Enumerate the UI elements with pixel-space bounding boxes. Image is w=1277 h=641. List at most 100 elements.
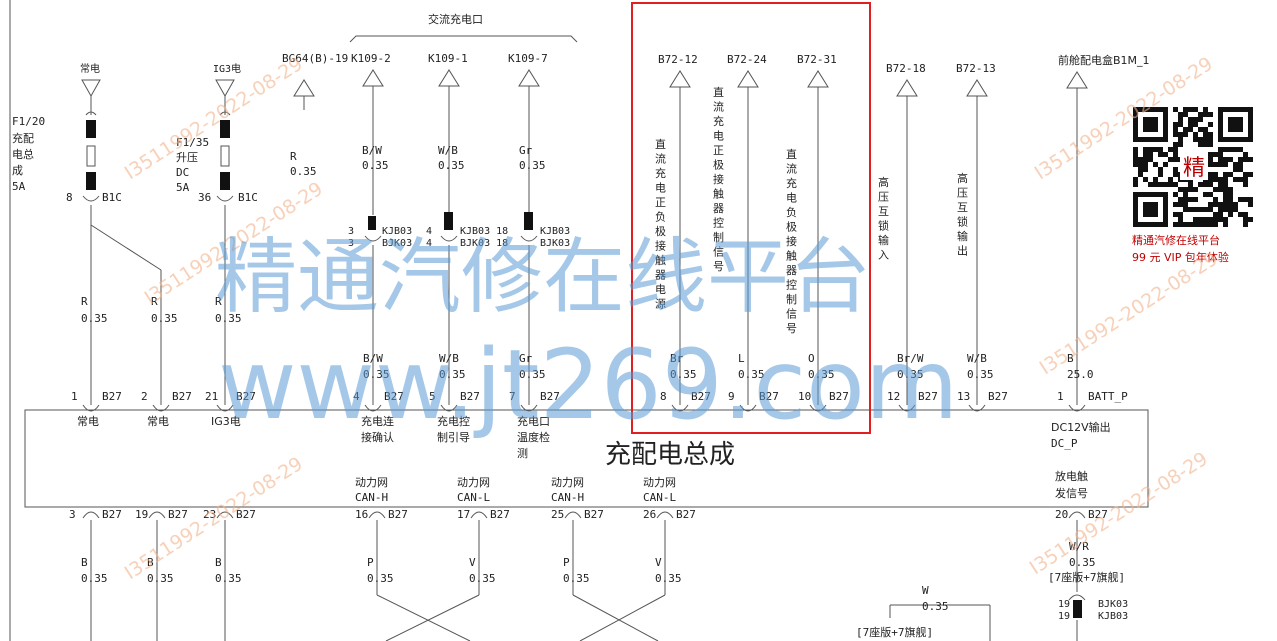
qr-caption-1: 精通汽修在线平台 <box>1132 233 1220 247</box>
vertical-signal-char: 充 <box>713 114 724 128</box>
splice-2-name-b: BJK03 18 <box>460 238 508 249</box>
upper-pin-number: 9 <box>728 390 735 403</box>
splice-3-name-b: BJK03 <box>540 238 570 249</box>
upper-pin-func: DC12V输出 <box>1051 420 1111 434</box>
vertical-signal-char: 号 <box>786 322 797 335</box>
fuse-conn-1: B1C <box>102 191 122 204</box>
fuse-desc-1c: 成 <box>12 164 23 177</box>
upper-wire-color: B <box>1067 352 1074 365</box>
qr-badge: 精 <box>1183 156 1205 181</box>
target-b72-31: B72-31 <box>797 53 837 66</box>
lower-wire-color: B <box>147 556 154 569</box>
lower-wire-size: 0.35 <box>469 572 496 585</box>
stamp-5: I3511992-2022-08-29 <box>1036 248 1222 379</box>
lower-pin-number: 20 <box>1055 508 1068 521</box>
fuse-conn-2: B1C <box>238 191 258 204</box>
vertical-signal-labels: 直流充电正负极接触器电源直流充电正极接触器控制信号直流充电负极接触器控制信号高压… <box>655 85 968 335</box>
splice-1-a: 3 <box>348 226 354 237</box>
lower-pin-func: CAN-L <box>643 491 676 504</box>
splice-1-name-a: KJB03 <box>382 226 412 237</box>
vertical-signal-char: 极 <box>713 158 724 172</box>
vertical-signal-char: 制 <box>713 231 724 244</box>
module-title: 充配电总成 <box>605 440 735 470</box>
lower-pin-conn: B27 <box>388 508 408 521</box>
vertical-signal-char: 直 <box>713 85 724 99</box>
vertical-signal-char: 电 <box>786 192 797 205</box>
upper-wire-color: L <box>738 352 745 365</box>
target-b72-24: B72-24 <box>727 53 767 66</box>
upper-wire-color: B/W <box>363 352 383 365</box>
fuse-rating-2: 5A <box>176 181 190 194</box>
upper-pin-number: 4 <box>353 390 360 403</box>
upper-wire-size: 0.35 <box>670 368 697 381</box>
feed-source-2: IG3电 <box>213 62 241 75</box>
vertical-signal-char: 压 <box>957 187 968 200</box>
upper-pin-number: 1 <box>1057 390 1064 403</box>
upper-pin-func: 充电连 <box>361 414 394 428</box>
upper-pin-number: 12 <box>887 390 900 403</box>
upper-wire-size: 0.35 <box>363 368 390 381</box>
lower-pin-number: 26 <box>643 508 656 521</box>
upper-pin-conn: BATT_P <box>1088 390 1128 403</box>
upper-wire-color: R <box>151 295 158 308</box>
lower-pin-conn: B27 <box>490 508 510 521</box>
lower-pin-conn: B27 <box>102 508 122 521</box>
lower-pin-conn: B27 <box>676 508 696 521</box>
wire-gr-top-size: 0.35 <box>519 159 546 172</box>
group-label: 交流充电口 <box>428 12 483 26</box>
upper-wire-color: W/B <box>967 352 987 365</box>
upper-pin-conn: B27 <box>460 390 480 403</box>
note-right-splice-name-a: BJK03 <box>1098 599 1128 610</box>
vertical-signal-char: 直 <box>655 137 666 151</box>
wire-wb-top: W/B <box>438 144 458 157</box>
qr-code: 精 <box>1133 107 1253 227</box>
fuse-desc-2a: 升压 <box>176 151 198 164</box>
vertical-signal-char: 正 <box>655 196 666 209</box>
upper-pin-number: 7 <box>509 390 516 403</box>
vertical-signal-char: 触 <box>655 253 666 267</box>
vertical-signal-char: 接 <box>786 235 797 248</box>
qr-caption-2: 99 元 VIP 包年体验 <box>1132 250 1229 264</box>
target-k109-7: K109-7 <box>508 52 548 65</box>
upper-pin-number: 13 <box>957 390 970 403</box>
upper-wire-size: 0.35 <box>738 368 765 381</box>
note-right-splice-name-b: KJB03 <box>1098 611 1128 622</box>
target-b72-18: B72-18 <box>886 62 926 75</box>
upper-pin-func: DC_P <box>1051 437 1078 450</box>
vertical-signal-char: 互 <box>957 201 968 214</box>
vertical-signal-char: 压 <box>878 191 889 204</box>
wiring-lines <box>9 0 1149 641</box>
upper-wire-size: 25.0 <box>1067 368 1094 381</box>
upper-pin-number: 2 <box>141 390 148 403</box>
lower-pin-func: 发信号 <box>1055 486 1088 500</box>
wire-bw-top: B/W <box>362 144 382 157</box>
upper-pin-number: 21 <box>205 390 218 403</box>
vertical-signal-char: 充 <box>655 166 666 180</box>
upper-wire-color: W/B <box>439 352 459 365</box>
fuse-desc-2b: DC <box>176 166 189 179</box>
target-k109-1: K109-1 <box>428 52 468 65</box>
upper-pin-conn: B27 <box>691 390 711 403</box>
lower-pin-conn: B27 <box>236 508 256 521</box>
lower-pin-number: 23 <box>203 508 216 521</box>
splice-1-b: 3 <box>348 238 354 249</box>
vertical-signal-char: 器 <box>786 264 797 277</box>
lower-wire-color: V <box>655 556 662 569</box>
lower-pin-number: 25 <box>551 508 564 521</box>
upper-pin-func: 常电 <box>147 415 169 428</box>
upper-wire-size: 0.35 <box>439 368 466 381</box>
vertical-signal-char: 触 <box>713 187 724 201</box>
splice-3-name-a: KJB03 <box>540 226 570 237</box>
upper-wire-size: 0.35 <box>215 312 242 325</box>
upper-wire-color: Br/W <box>897 352 924 365</box>
splice-2-b: 4 <box>426 238 432 249</box>
lower-wire-size: 0.35 <box>655 572 682 585</box>
lower-wire-size: 0.35 <box>81 572 108 585</box>
fuse-desc-1a: 充配 <box>12 131 34 145</box>
note-mid-wire-size: 0.35 <box>922 600 949 613</box>
upper-pin-conn: B27 <box>102 390 122 403</box>
upper-pin-number: 5 <box>429 390 436 403</box>
